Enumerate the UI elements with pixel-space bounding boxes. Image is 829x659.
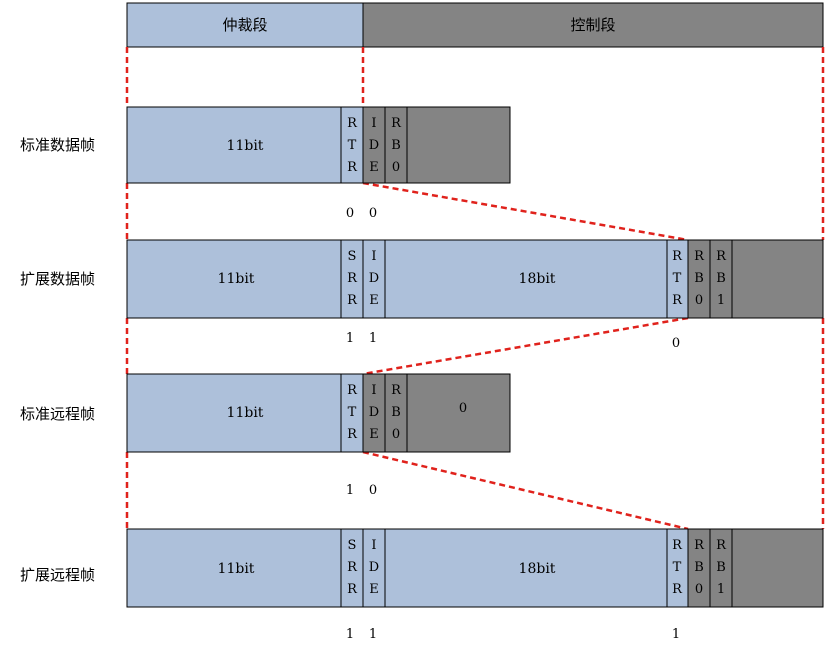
ide-char: E <box>369 582 379 597</box>
control-header-label: 控制段 <box>570 16 615 34</box>
rtr-char: R <box>347 427 358 442</box>
rb0-char: 0 <box>392 427 400 442</box>
tail-field <box>406 106 511 184</box>
rb1-char: B <box>716 271 726 286</box>
rtr-bit-value: 1 <box>672 627 680 642</box>
row-label: 标准远程帧 <box>20 405 95 423</box>
ide-char: E <box>369 427 379 442</box>
ide-bit-value: 1 <box>369 331 377 346</box>
arbitration-header-label: 仲裁段 <box>222 16 267 34</box>
id-field-label: 11bit <box>227 405 264 421</box>
ide-char: E <box>369 160 379 175</box>
row-extended-remote-frame: 扩展远程帧 11bit S R R I D E 18bit R T R R B … <box>20 528 824 642</box>
rtr-char: T <box>348 405 357 420</box>
rb1-char: R <box>716 249 727 264</box>
rtr-char: T <box>673 560 682 575</box>
ide-char: D <box>369 138 379 153</box>
id-field-label: 11bit <box>227 138 264 154</box>
ide-char: E <box>369 293 379 308</box>
guide-diag-1 <box>362 181 689 242</box>
ide-char: I <box>371 538 376 553</box>
srr-char: R <box>347 582 358 597</box>
rb1-char: 1 <box>717 582 725 597</box>
rb0-char: R <box>694 538 705 553</box>
rb0-char: R <box>391 383 402 398</box>
ide-char: I <box>371 116 376 131</box>
rtr-char: R <box>672 582 683 597</box>
rtr-char: R <box>672 538 683 553</box>
id-field-label: 11bit <box>218 561 255 577</box>
rtr-char: R <box>672 249 683 264</box>
ext-id-field <box>384 239 668 319</box>
ide-bit-value: 1 <box>369 627 377 642</box>
rb1-char: 1 <box>717 293 725 308</box>
rtr-bit-value: 0 <box>672 336 680 351</box>
rb0-char: B <box>694 560 704 575</box>
row-standard-remote-frame: 标准远程帧 11bit R T R I D E R B 0 0 1 0 <box>20 373 511 498</box>
ide-char: D <box>369 405 379 420</box>
rb0-char: 0 <box>392 160 400 175</box>
row-label: 标准数据帧 <box>20 136 95 154</box>
row-standard-data-frame: 标准数据帧 11bit R T R I D E R B 0 0 0 <box>20 106 511 221</box>
rb0-char: B <box>391 138 401 153</box>
arbitration-header <box>126 2 364 48</box>
id-field <box>126 373 342 453</box>
rb1-char: B <box>716 560 726 575</box>
ext-id-field <box>384 528 668 608</box>
row-extended-data-frame: 扩展数据帧 11bit S R R I D E 18bit R T R R B … <box>20 239 824 351</box>
rb0-char: B <box>694 271 704 286</box>
srr-char: R <box>347 271 358 286</box>
rtr-char: R <box>347 116 358 131</box>
rtr-char: R <box>672 293 683 308</box>
rtr-char: R <box>347 383 358 398</box>
rb0-char: 0 <box>695 582 703 597</box>
id-field <box>126 239 342 319</box>
rb0-char: R <box>391 116 402 131</box>
ide-bit-value: 0 <box>369 483 377 498</box>
id-field-label: 11bit <box>218 271 255 287</box>
row-label: 扩展数据帧 <box>20 270 95 288</box>
ide-char: D <box>369 560 379 575</box>
rtr-char: T <box>348 138 357 153</box>
row-label: 扩展远程帧 <box>20 566 95 584</box>
srr-bit-value: 1 <box>346 627 354 642</box>
tail-field <box>731 239 824 319</box>
guide-lines <box>125 47 825 531</box>
tail-field <box>406 373 511 453</box>
id-field <box>126 106 342 184</box>
rtr-bit-value: 0 <box>346 206 354 221</box>
rtr-bit-value: 1 <box>346 483 354 498</box>
rb0-char: B <box>391 405 401 420</box>
rtr-char: T <box>673 271 682 286</box>
ide-bit-value: 0 <box>369 206 377 221</box>
ide-char: D <box>369 271 379 286</box>
ext-id-field-label: 18bit <box>519 271 556 287</box>
guide-diag-3 <box>362 450 689 531</box>
srr-bit-value: 1 <box>346 331 354 346</box>
tail-value: 0 <box>459 401 467 416</box>
srr-char: S <box>348 249 357 264</box>
ext-id-field-label: 18bit <box>519 561 556 577</box>
ide-char: I <box>371 383 376 398</box>
guide-diag-2 <box>362 316 689 376</box>
rb0-char: 0 <box>695 293 703 308</box>
srr-char: R <box>347 560 358 575</box>
tail-field <box>731 528 824 608</box>
srr-char: R <box>347 293 358 308</box>
control-header <box>362 2 824 48</box>
id-field <box>126 528 342 608</box>
ide-char: I <box>371 249 376 264</box>
rtr-char: R <box>347 160 358 175</box>
srr-char: S <box>348 538 357 553</box>
rb1-char: R <box>716 538 727 553</box>
header-bar: 仲裁段 控制段 <box>126 2 824 48</box>
rb0-char: R <box>694 249 705 264</box>
